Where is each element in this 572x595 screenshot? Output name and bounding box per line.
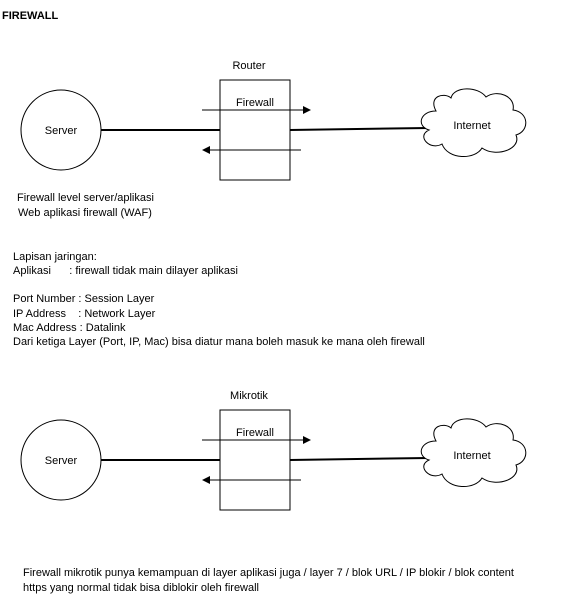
internet-cloud[interactable] [420, 418, 527, 487]
firewall-box[interactable] [219, 409, 291, 511]
server-label: Server [45, 125, 78, 137]
internet-link [289, 457, 429, 461]
router-diagram: Router Server Firewall Internet [20, 60, 527, 181]
layer-aplikasi: Aplikasi : firewall tidak main dilayer a… [13, 265, 238, 277]
internet-label: Internet [453, 450, 490, 462]
layer-mac: Mac Address : Datalink [13, 322, 126, 334]
page-title: FIREWALL [2, 10, 59, 22]
firewall-label: Firewall [236, 427, 274, 439]
mikrotik-diagram: Mikrotik Server Firewall Internet [20, 390, 527, 511]
layers-summary: Dari ketiga Layer (Port, IP, Mac) bisa d… [13, 336, 425, 348]
layers-heading: Lapisan jaringan: [13, 251, 97, 263]
layer-port: Port Number : Session Layer [13, 293, 155, 305]
firewall-label: Firewall [236, 97, 274, 109]
internet-cloud[interactable] [420, 88, 527, 157]
note-line: https yang normal tidak bisa diblokir ol… [23, 582, 260, 594]
internet-link [289, 127, 429, 131]
note-line: Web aplikasi firewall (WAF) [18, 207, 152, 219]
internet-label: Internet [453, 120, 490, 132]
router-label: Router [232, 60, 265, 72]
mikrotik-label: Mikrotik [230, 390, 268, 402]
server-label: Server [45, 455, 78, 467]
layer-ip: IP Address : Network Layer [13, 308, 156, 320]
firewall-box[interactable] [219, 79, 291, 181]
note-line: Firewall level server/aplikasi [17, 192, 154, 204]
note-line: Firewall mikrotik punya kemampuan di lay… [23, 567, 514, 579]
